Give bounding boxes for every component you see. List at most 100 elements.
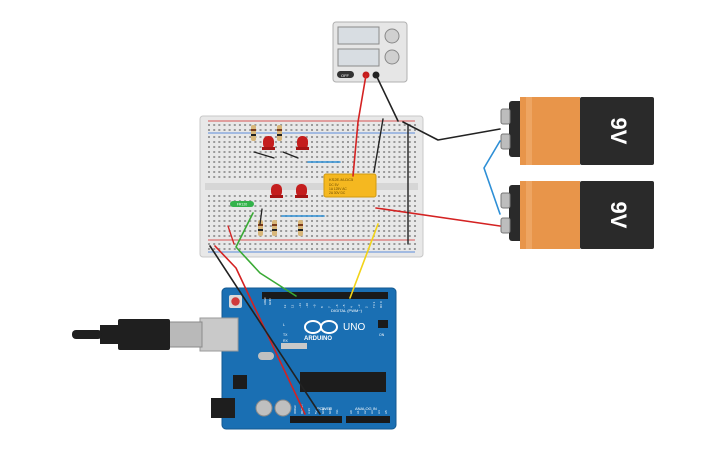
breadboard-hole	[311, 220, 313, 222]
breadboard-hole	[393, 136, 396, 138]
breadboard-hole	[300, 200, 303, 202]
breadboard-hole	[218, 200, 221, 202]
breadboard-hole	[347, 156, 349, 158]
breadboard-hole	[290, 195, 293, 197]
breadboard-hole	[347, 141, 349, 143]
breadboard-hole	[321, 166, 324, 168]
breadboard-hole	[347, 200, 349, 202]
breadboard-hole	[213, 248, 216, 250]
breadboard-hole	[326, 129, 329, 131]
breadboard-hole	[264, 243, 267, 245]
breadboard-hole	[403, 176, 406, 178]
breadboard[interactable]	[199, 115, 424, 258]
breadboard-hole	[228, 225, 231, 227]
breadboard-hole	[290, 230, 293, 232]
breadboard-hole	[259, 243, 262, 245]
breadboard-hole	[285, 124, 288, 126]
breadboard-hole	[300, 210, 303, 212]
breadboard-hole	[393, 225, 396, 227]
breadboard-hole	[403, 151, 406, 153]
breadboard-hole	[408, 225, 411, 227]
breadboard-hole	[264, 124, 267, 126]
breadboard-hole	[269, 243, 272, 245]
breadboard-hole	[208, 141, 210, 143]
power-switch[interactable]	[337, 71, 354, 78]
breadboard-hole	[274, 136, 277, 138]
breadboard-hole	[233, 210, 236, 212]
breadboard-hole	[208, 195, 210, 197]
battery-bottom[interactable]: 9V	[500, 181, 654, 249]
breadboard-hole	[295, 161, 298, 163]
breadboard-hole	[414, 166, 416, 168]
breadboard-hole	[244, 151, 247, 153]
breadboard-hole	[393, 124, 396, 126]
relay-module[interactable]: KS2E-M-DC5 DC 5V 1A 125V AC 2A 30V DC	[323, 173, 377, 198]
breadboard-hole	[228, 195, 231, 197]
breadboard-hole	[311, 129, 313, 131]
breadboard-hole	[388, 220, 391, 222]
breadboard-hole	[316, 243, 319, 245]
battery-top[interactable]: 9V	[500, 97, 654, 165]
breadboard-hole	[305, 136, 308, 138]
breadboard-hole	[285, 200, 288, 202]
breadboard-hole	[347, 248, 349, 250]
breadboard-hole	[398, 156, 401, 158]
breadboard-hole	[213, 151, 216, 153]
power-supply[interactable]: OFF	[332, 21, 408, 83]
breadboard-hole	[264, 230, 267, 232]
breadboard-hole	[403, 161, 406, 163]
breadboard-hole	[274, 161, 277, 163]
breadboard-hole	[352, 210, 355, 212]
breadboard-hole	[259, 129, 262, 131]
breadboard-hole	[352, 235, 355, 237]
breadboard-hole	[341, 225, 344, 227]
breadboard-hole	[244, 243, 247, 245]
breadboard-hole	[254, 230, 257, 232]
breadboard-hole	[305, 129, 308, 131]
relay-line-2: DC 5V	[329, 183, 340, 187]
breadboard-hole	[244, 161, 247, 163]
breadboard-hole	[357, 129, 360, 131]
breadboard-hole	[367, 220, 370, 222]
breadboard-hole	[218, 205, 221, 207]
breadboard-hole	[316, 129, 319, 131]
breadboard-hole	[238, 136, 241, 138]
breadboard-hole	[398, 129, 401, 131]
breadboard-hole	[295, 136, 298, 138]
breadboard-hole	[331, 151, 334, 153]
usb-cable	[72, 319, 203, 350]
breadboard-hole	[285, 161, 288, 163]
breadboard-hole	[367, 146, 370, 148]
breadboard-hole	[362, 129, 365, 131]
breadboard-hole	[208, 235, 210, 237]
resistor-2	[277, 125, 282, 141]
breadboard-hole	[362, 146, 365, 148]
arduino-uno[interactable]: ARDUINO UNO DIGITAL (PWM~) POWER ANALOG …	[199, 287, 397, 430]
breadboard-hole	[238, 235, 241, 237]
breadboard-hole	[259, 166, 262, 168]
breadboard-hole	[300, 151, 303, 153]
breadboard-hole	[223, 129, 226, 131]
breadboard-hole	[362, 151, 365, 153]
breadboard-hole	[274, 124, 277, 126]
reset-button[interactable]	[231, 297, 240, 306]
breadboard-hole	[414, 215, 416, 217]
breadboard-hole	[305, 166, 308, 168]
breadboard-hole	[393, 195, 396, 197]
breadboard-hole	[228, 248, 231, 250]
breadboard-hole	[398, 166, 401, 168]
breadboard-hole	[388, 230, 391, 232]
breadboard-hole	[259, 156, 262, 158]
breadboard-hole	[321, 176, 324, 178]
breadboard-hole	[249, 225, 252, 227]
breadboard-hole	[295, 200, 298, 202]
breadboard-hole	[238, 220, 241, 222]
breadboard-hole	[280, 230, 283, 232]
breadboard-hole	[393, 230, 396, 232]
breadboard-hole	[398, 215, 401, 217]
breadboard-hole	[254, 243, 257, 245]
breadboard-hole	[408, 248, 411, 250]
breadboard-hole	[316, 124, 319, 126]
breadboard-hole	[218, 171, 221, 173]
breadboard-hole	[233, 248, 236, 250]
